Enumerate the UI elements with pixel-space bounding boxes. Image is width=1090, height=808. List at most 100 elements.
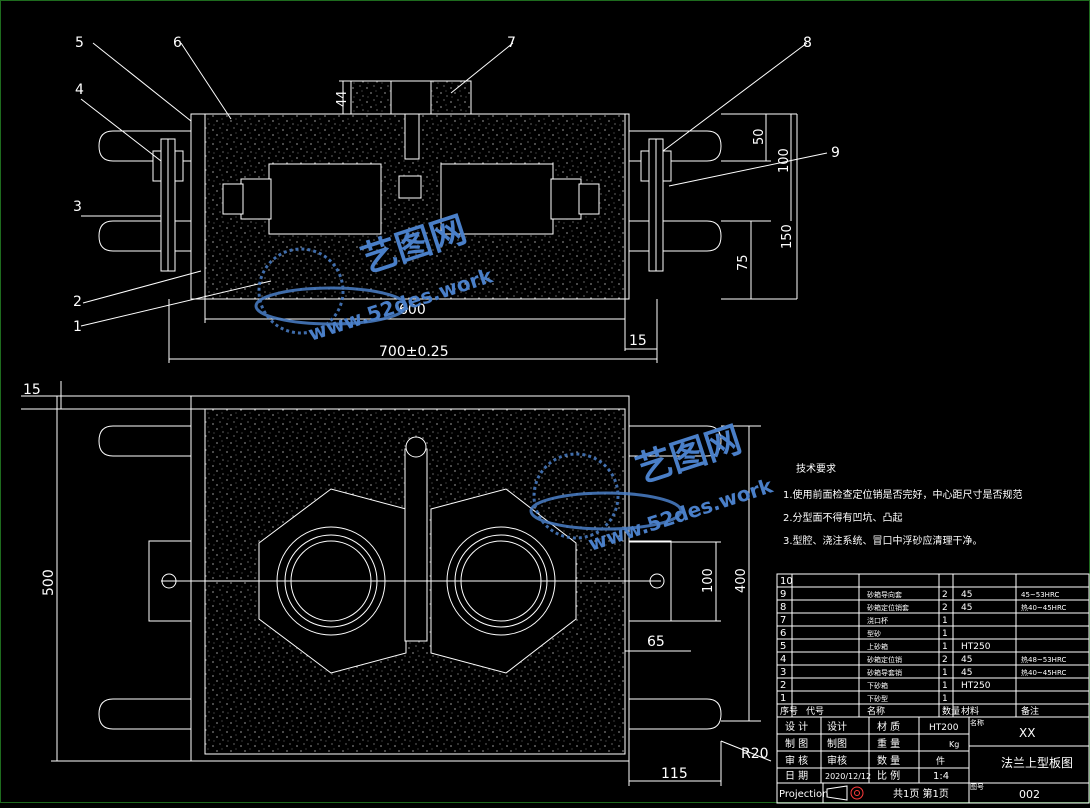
tb-r2-c2: 制图 (827, 737, 847, 750)
tb-r3-c4: 件 (936, 755, 945, 767)
dim-150: 150 (780, 224, 795, 249)
cavity-left (268, 163, 382, 235)
dim-65: 65 (647, 634, 665, 650)
dim-75: 75 (736, 254, 751, 271)
bom-cell-no: 8 (780, 602, 786, 613)
tech-req-title: 技术要求 (796, 462, 836, 475)
tb-r4-c4: 1:4 (933, 771, 949, 782)
bom-cell-no: 5 (780, 641, 786, 652)
bom-cell-qty: 2 (942, 655, 948, 665)
bom-cell-no: 7 (780, 615, 786, 626)
bom-cell-qty: 2 (942, 590, 948, 600)
bom-cell-qty: 1 (942, 642, 948, 652)
tb-r3-c3: 数 量 (877, 754, 900, 767)
bom-header-note: 备注 (1021, 705, 1039, 717)
tech-req-line-3: 3.型腔、浇注系统、冒口中浮砂应清理干净。 (783, 534, 983, 547)
tb-r2-c3: 重 量 (877, 737, 900, 750)
bom-cell-no: 2 (780, 680, 786, 691)
bom-cell-name: 下砂箱 (867, 681, 888, 690)
tb-r1-c4: HT200 (929, 723, 959, 733)
bom-cell-name: 砂箱定位销 (867, 655, 902, 664)
watermark-brand-2: 艺图网 (631, 419, 746, 491)
bom-cell-qty: 2 (942, 603, 948, 613)
dim-r20: R20 (741, 746, 769, 762)
callout-9: 9 (831, 145, 840, 161)
projection-symbol-icon (826, 785, 864, 801)
bom-cell-note: 热40~45HRC (1021, 603, 1066, 612)
bom-header-qty: 数量 (942, 705, 960, 717)
bom-cell-name: 下砂型 (867, 694, 888, 703)
tb-r1-c1: 设 计 (785, 720, 808, 733)
tb-r4-c2: 2020/12/12 (825, 772, 871, 781)
bom-cell-mat: HT250 (961, 681, 991, 691)
bom-cell-name: 砂箱导套销 (867, 668, 902, 677)
tb-r4-c1: 日 期 (785, 770, 808, 782)
callout-6: 6 (173, 35, 182, 51)
bom-header-name: 名称 (867, 705, 885, 717)
callout-1: 1 (73, 319, 82, 335)
bom-cell-no: 9 (780, 589, 786, 600)
bom-cell-no: 4 (780, 654, 786, 665)
dim-15-right: 15 (629, 333, 647, 349)
tech-req-line-1: 1.使用前面检查定位销是否完好，中心距尺寸是否规范 (783, 488, 1023, 501)
callout-4: 4 (75, 82, 84, 98)
bom-header-code: 代号 (806, 706, 824, 717)
tb-drawing-no: 002 (1019, 788, 1040, 801)
bom-cell-no: 1 (780, 693, 786, 704)
watermark-logo-1 (254, 247, 408, 335)
tb-r1-c2: 设计 (827, 720, 847, 733)
title-block: 设 计 设计 材 质 HT200 制 图 制图 重 量 Kg 审 核 审核 数 … (779, 718, 1073, 801)
dim-700: 700±0.25 (379, 344, 449, 360)
bom-cell-mat: 45 (961, 603, 972, 613)
bom-cell-qty: 1 (942, 668, 948, 678)
dim-100-front: 100 (777, 148, 792, 173)
tech-req-line-2: 2.分型面不得有凹坑、凸起 (783, 511, 903, 524)
dim-400: 400 (734, 568, 749, 593)
tb-company: XX (1019, 726, 1035, 740)
bom-cell-note: 热40~45HRC (1021, 668, 1066, 677)
tb-no-label: 图号 (970, 783, 984, 791)
bom-cell-no: 10 (780, 576, 793, 587)
callout-8: 8 (803, 35, 812, 51)
dim-44: 44 (335, 90, 350, 107)
dim-50: 50 (752, 128, 767, 145)
tb-r3-c1: 审 核 (785, 754, 808, 767)
bom-cell-mat: 45 (961, 590, 972, 600)
bom-cell-name: 型砂 (867, 629, 881, 638)
bom-cell-qty: 1 (942, 681, 948, 691)
tb-name-label: 名称 (970, 718, 984, 727)
callout-5: 5 (75, 35, 84, 51)
dim-100-plan: 100 (701, 568, 716, 593)
dim-500: 500 (41, 569, 57, 596)
dim-115: 115 (661, 766, 688, 782)
bom-cell-name: 砂箱定位销套 (867, 603, 909, 612)
cavity-right (440, 163, 554, 235)
bom-cell-note: 45~53HRC (1021, 591, 1059, 599)
bom-cell-name: 砂箱导向套 (867, 590, 902, 599)
bom-cell-no: 6 (780, 628, 786, 639)
watermark-logo-2 (529, 452, 683, 540)
bom-cell-mat: 45 (961, 668, 972, 678)
tb-drawing-name: 法兰上型板图 (1001, 756, 1073, 770)
bom-cell-no: 3 (780, 667, 786, 678)
tb-r1-c3: 材 质 (877, 720, 900, 733)
tb-r4-c3: 比 例 (877, 769, 900, 782)
tb-sheets: 共1页 第1页 (893, 787, 949, 800)
bom-cell-mat: HT250 (961, 642, 991, 652)
bom-cell-note: 热48~53HRC (1021, 655, 1066, 664)
bom-cell-name: 浇口杯 (867, 616, 888, 625)
tb-r2-c1: 制 图 (785, 737, 808, 750)
bom-cell-qty: 1 (942, 694, 948, 704)
tb-r3-c2: 审核 (827, 754, 847, 767)
callout-2: 2 (73, 294, 82, 310)
dim-15-left: 15 (23, 382, 41, 398)
bom-cell-qty: 1 (942, 629, 948, 639)
tb-projection: Projection (779, 789, 828, 800)
bom-header-mat: 材料 (961, 705, 979, 717)
callout-3: 3 (73, 199, 82, 215)
bom-cell-name: 上砂箱 (867, 642, 888, 651)
bom-cell-mat: 45 (961, 655, 972, 665)
